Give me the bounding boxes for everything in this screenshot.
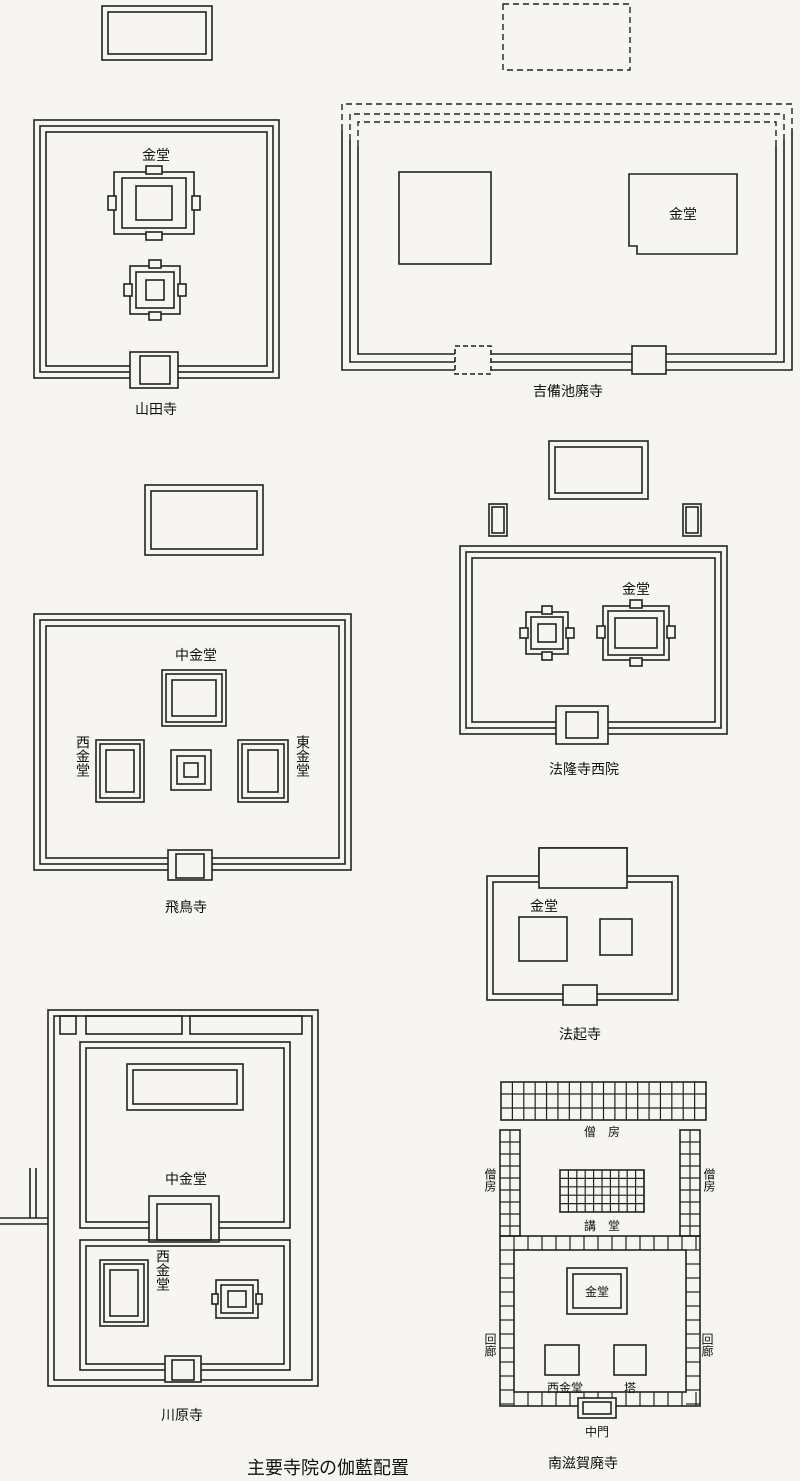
hokiji-pagoda — [518, 916, 568, 962]
kibiike-gate — [631, 345, 667, 375]
yamada-name: 山田寺 — [135, 402, 177, 418]
minamishiga-chumon — [577, 1397, 617, 1419]
kawahara-sobo-right — [189, 1015, 303, 1035]
kawahara-name: 川原寺 — [161, 1408, 203, 1424]
yamada-pagoda — [123, 259, 187, 321]
plan-hokiji: 金堂 法起寺 — [486, 847, 679, 1043]
minamishiga-sobo-right-label: 僧房 — [702, 1168, 716, 1192]
minamishiga-kairo-left-label: 回廊 — [483, 1333, 497, 1358]
kawahara-lecture-hall — [126, 1063, 244, 1111]
minamishiga-kodo-grid — [560, 1170, 645, 1212]
kibiike-chumon-estimated — [454, 345, 492, 375]
plan-minamishiga: 僧 房 僧房 僧房 講 堂 金堂 回廊 回廊 西金堂 塔 中門 南滋賀廃寺 — [483, 1081, 716, 1472]
kibiike-name: 吉備池廃寺 — [533, 383, 603, 400]
asuka-nishi-kondo-label: 西金堂 — [74, 735, 90, 777]
minamishiga-name: 南滋賀廃寺 — [548, 1455, 618, 1472]
plan-kawaharadera: 中金堂 西金堂 川原寺 — [0, 1009, 319, 1424]
minamishiga-nishi-kondo — [544, 1344, 580, 1376]
kibiike-kondo-label: 金堂 — [669, 207, 697, 223]
asuka-pagoda — [170, 749, 212, 791]
minamishiga-kairo-right-label: 回廊 — [700, 1333, 714, 1358]
kawahara-outer-wall — [47, 1009, 319, 1387]
yamada-chumon — [129, 351, 179, 389]
minamishiga-nishi-kondo-label: 西金堂 — [547, 1380, 583, 1395]
hokiji-kondo-label: 金堂 — [530, 899, 558, 915]
yamada-lecture-hall — [101, 5, 213, 61]
minamishiga-sobo-label: 僧 房 — [584, 1124, 620, 1139]
minamishiga-kondo — [566, 1267, 628, 1315]
horyuji-kyozo — [488, 503, 508, 537]
plan-asuka: 中金堂 西金堂 東金堂 飛鳥寺 — [33, 484, 352, 916]
kibiike-lecture-hall-estimated — [502, 3, 631, 71]
minamishiga-sobo-side-grid — [500, 1130, 700, 1236]
horyuji-chumon — [555, 705, 609, 745]
kawahara-naka-kondo-label: 中金堂 — [165, 1172, 207, 1188]
asuka-naka-kondo-label: 中金堂 — [175, 648, 217, 664]
horyuji-lecture-hall — [548, 440, 649, 500]
plan-kibiike: 金堂 吉備池廃寺 — [341, 3, 793, 400]
asuka-chumon — [167, 849, 213, 881]
asuka-nishi-kondo — [95, 739, 145, 803]
plan-horyuji-saiin: 金堂 法隆寺西院 — [459, 440, 728, 778]
asuka-naka-kondo — [161, 669, 227, 727]
minamishiga-sobo-north-grid — [501, 1082, 706, 1120]
asuka-higashi-kondo — [237, 739, 289, 803]
horyuji-shoro — [682, 503, 702, 537]
plan-yamada: 金堂 山田寺 — [33, 5, 280, 418]
figure-caption: 主要寺院の伽藍配置 — [247, 1458, 409, 1479]
kawahara-naka-kondo — [148, 1195, 220, 1243]
horyuji-name: 法隆寺西院 — [549, 762, 619, 778]
hokiji-corridor — [486, 875, 679, 1001]
hokiji-name: 法起寺 — [559, 1027, 601, 1043]
asuka-lecture-hall — [144, 484, 264, 556]
horyuji-kondo-label: 金堂 — [622, 582, 650, 598]
asuka-name: 飛鳥寺 — [165, 900, 207, 916]
horyuji-pagoda — [519, 605, 575, 661]
hokiji-kondo — [599, 918, 633, 956]
minamishiga-chumon-label: 中門 — [585, 1424, 609, 1439]
yamada-kondo-label: 金堂 — [142, 148, 170, 164]
minamishiga-kodo-label: 講 堂 — [584, 1218, 620, 1233]
kawahara-nishi-kondo-label: 西金堂 — [154, 1249, 170, 1291]
minamishiga-kairo-grid — [500, 1236, 700, 1406]
yamada-kondo — [107, 165, 201, 241]
horyuji-kondo — [596, 599, 676, 667]
minamishiga-pagoda — [613, 1344, 647, 1376]
asuka-higashi-kondo-label: 東金堂 — [294, 735, 310, 777]
minamishiga-sobo-left-label: 僧房 — [483, 1168, 497, 1192]
kawahara-sobo-left — [85, 1015, 183, 1035]
minamishiga-to-label: 塔 — [624, 1381, 636, 1395]
kibiike-pagoda-base — [398, 171, 492, 265]
kawahara-pagoda — [211, 1279, 263, 1319]
kawahara-chumon — [164, 1355, 202, 1383]
kibiike-kondo — [628, 173, 738, 255]
kawahara-nishi-kondo — [99, 1259, 149, 1327]
hokiji-chumon — [562, 984, 598, 1006]
minamishiga-kondo-label: 金堂 — [585, 1284, 609, 1299]
minamishiga-kairo — [499, 1235, 701, 1407]
